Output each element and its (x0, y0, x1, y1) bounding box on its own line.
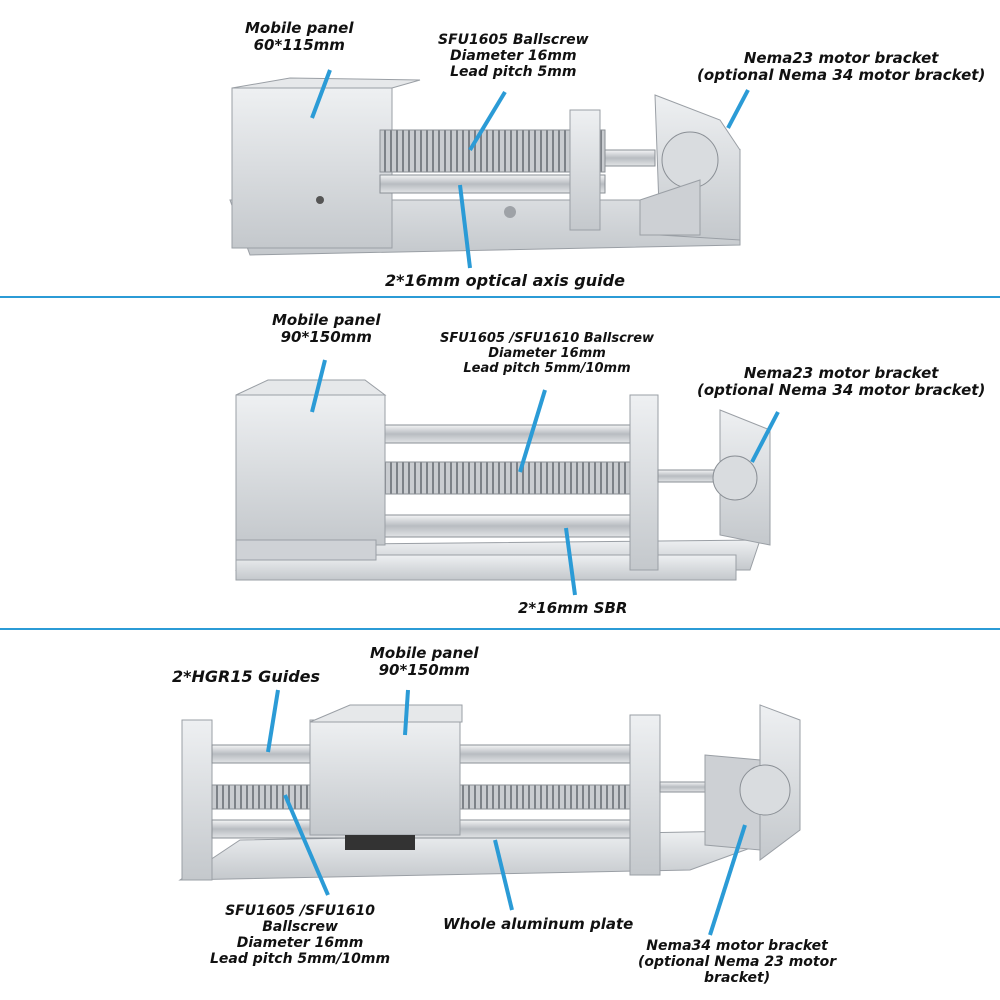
guide-label-2: 2*16mm SBR (518, 599, 628, 617)
motor-bracket-label-3: Nema34 motor bracket(optional Nema 23 mo… (638, 938, 837, 987)
guide-label-1: 2*16mm optical axis guide (385, 271, 625, 290)
panel-divider-top (0, 296, 1000, 298)
motor-bracket-label-2: Nema23 motor bracket(optional Nema 34 mo… (697, 364, 986, 400)
pointer-lines (266, 69, 780, 936)
slide-3-illustration (178, 704, 801, 881)
slide-2-illustration (235, 379, 771, 581)
guides-label-3: 2*HGR15 Guides (172, 667, 321, 686)
slide-1-illustration (229, 77, 741, 256)
plate-label-3: Whole aluminum plate (443, 915, 634, 933)
panel-divider-bottom (0, 628, 1000, 630)
motor-bracket-label-1: Nema23 motor bracket(optional Nema 34 mo… (697, 49, 986, 85)
